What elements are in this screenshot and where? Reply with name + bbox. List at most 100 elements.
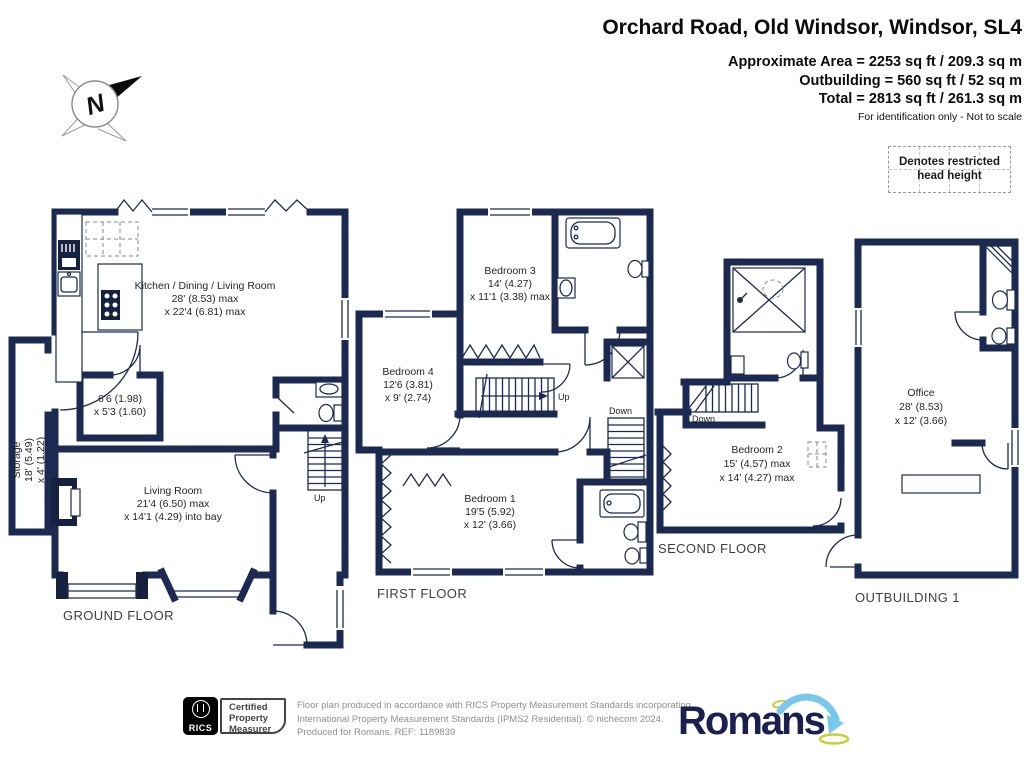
- bathroom-fixtures: [556, 217, 650, 299]
- room-dim: x 4' (1.22): [35, 437, 47, 483]
- footer-disclaimer: Floor plan produced in accordance with R…: [297, 699, 691, 740]
- room-dim: 19'5 (5.92): [465, 506, 515, 518]
- disclaimer-line: International Property Measurement Stand…: [297, 713, 664, 725]
- ground-floor-windows: [152, 208, 349, 628]
- shower-icon: [611, 345, 645, 379]
- rics-lyre-icon: [192, 700, 210, 718]
- romans-ellipse-large: [818, 733, 850, 745]
- bedroom3-label: Bedroom 3 14' (4.27) x 11'1 (3.38) max: [470, 265, 551, 303]
- cert-line: Property: [229, 713, 269, 724]
- legend-line1: Denotes restricted: [899, 156, 1000, 168]
- room-dim: x 14' (4.27) max: [720, 472, 796, 484]
- stairs-down-label: Down: [609, 406, 632, 416]
- cert-line: Measurer: [229, 724, 272, 735]
- area-summary: Approximate Area = 2253 sq ft / 209.3 sq…: [728, 53, 1022, 109]
- romans-logo: Romans: [678, 693, 850, 745]
- staircase-down: [687, 383, 759, 413]
- cabinet-icon: [730, 355, 745, 375]
- second-floor-label: SECOND FLOOR: [658, 541, 767, 556]
- room-name: Storage: [11, 441, 23, 478]
- room-dim: 28' (8.53) max: [172, 293, 240, 305]
- storage-label: Storage 18' (5.49) x 4' (1.22): [11, 437, 47, 483]
- room-name: Living Room: [144, 485, 203, 497]
- office-label: Office 28' (8.53) x 12' (3.66): [895, 387, 947, 427]
- legend-line2: head height: [917, 170, 982, 182]
- room-dim: x 12' (3.66): [464, 519, 516, 531]
- room-dim: x 22'4 (6.81) max: [165, 306, 247, 318]
- legend-hatch: [889, 169, 1010, 170]
- total-area: Total = 2813 sq ft / 261.3 sq m: [818, 91, 1022, 107]
- outbuilding-doors: [825, 311, 1009, 568]
- room-dim: 28' (8.53): [899, 401, 943, 413]
- restricted-head-height-legend: Denotes restricted head height: [888, 146, 1011, 193]
- not-to-scale-note: For identification only - Not to scale: [858, 111, 1022, 123]
- living-room-label: Living Room 21'4 (6.50) max x 14'1 (4.29…: [124, 485, 222, 523]
- stairs-down-label: Down: [692, 414, 715, 424]
- first-floor-doors: [426, 329, 621, 569]
- second-floor-wc: [730, 351, 809, 375]
- room-dim: 18' (5.49): [23, 438, 35, 482]
- room-dim: 21'4 (6.50) max: [137, 498, 210, 510]
- bedroom2-label: Bedroom 2 15' (4.57) max x 14' (4.27) ma…: [720, 444, 796, 484]
- kitchen-label: Kitchen / Dining / Living Room 28' (8.53…: [135, 280, 276, 318]
- stairs-up-label: Up: [314, 493, 326, 503]
- wardrobe-symbol: [380, 454, 452, 564]
- kitchen-counter: [55, 213, 83, 383]
- room-dim: 12'6 (3.81): [383, 379, 433, 391]
- outbuilding-shower-room: [983, 245, 1016, 345]
- sloped-ceiling-symbol: [662, 445, 672, 511]
- wardrobe-symbol: [461, 343, 541, 361]
- bedroom4-label: Bedroom 4 12'6 (3.81) x 9' (2.74): [382, 366, 434, 404]
- bath-icon: [565, 217, 621, 249]
- bedroom1-label: Bedroom 1 19'5 (5.92) x 12' (3.66): [464, 493, 516, 531]
- utility-label: 6'6 (1.98) x 5'3 (1.60): [94, 393, 146, 418]
- romans-arrowhead: [827, 715, 844, 734]
- outbuilding-windows: [855, 310, 1019, 465]
- romans-arrow-icon: [776, 693, 840, 723]
- walk-in-shower: [732, 267, 806, 333]
- room-name: Kitchen / Dining / Living Room: [135, 280, 276, 292]
- toilet-icon: [800, 351, 809, 369]
- toilet-icon: [1006, 327, 1016, 345]
- room-dim: x 14'1 (4.29) into bay: [124, 511, 222, 523]
- ensuite-fixtures: [599, 489, 648, 565]
- rics-brand: RICS: [188, 723, 213, 733]
- room-name: Bedroom 1: [464, 493, 516, 505]
- restricted-head-height-marker: [807, 441, 827, 468]
- disclaimer-line: Floor plan produced in accordance with R…: [297, 700, 691, 711]
- staircase-up: [475, 373, 555, 419]
- kitchen-island: [97, 263, 143, 331]
- first-floor-label: FIRST FLOOR: [377, 586, 467, 601]
- disclaimer-line: Produced for Romans. REF: 1189839: [297, 727, 456, 738]
- room-name: Bedroom 4: [382, 366, 434, 378]
- basin-icon: [1006, 289, 1016, 311]
- first-floor-plan: Up Down Bedroom 3 14' (4.27) x 11'1 (3.3…: [355, 206, 654, 601]
- staircase-down: [605, 417, 647, 483]
- toilet-icon: [641, 260, 650, 278]
- staircase-up: [303, 429, 347, 491]
- first-floor-windows: [385, 208, 543, 576]
- room-dim: 14' (4.27): [488, 278, 532, 290]
- romans-brand-text: Romans: [678, 699, 825, 743]
- rics-logo: RICS: [183, 697, 218, 735]
- ground-floor-doors: [59, 331, 308, 646]
- room-dim: x 12' (3.66): [895, 415, 947, 427]
- room-dim: x 5'3 (1.60): [94, 406, 146, 418]
- shower-bath-icon: [599, 489, 645, 518]
- room-dim: x 9' (2.74): [385, 392, 431, 404]
- outbuilding-plan: Office 28' (8.53) x 12' (3.66) OUTBUILDI…: [825, 238, 1021, 605]
- room-name: Bedroom 2: [731, 444, 783, 456]
- basin-icon: [637, 521, 647, 543]
- approximate-area: Approximate Area = 2253 sq ft / 209.3 sq…: [727, 54, 1022, 70]
- legend-text: Denotes restricted head height: [889, 147, 1010, 183]
- outbuilding-label: OUTBUILDING 1: [855, 590, 960, 605]
- room-dim: 15' (4.57) max: [724, 458, 792, 470]
- second-floor-plan: Down Bedroom 2 15' (4.57) max x 14' (4.2…: [654, 258, 845, 556]
- fireplace: [51, 478, 81, 526]
- page-title: Orchard Road, Old Windsor, Windsor, SL4: [602, 16, 1022, 39]
- skylight-symbol: [85, 221, 139, 257]
- certified-property-measurer-badge: Certified Property Measurer: [220, 698, 286, 735]
- room-dim: 6'6 (1.98): [98, 393, 142, 405]
- second-floor-walls: [654, 258, 845, 534]
